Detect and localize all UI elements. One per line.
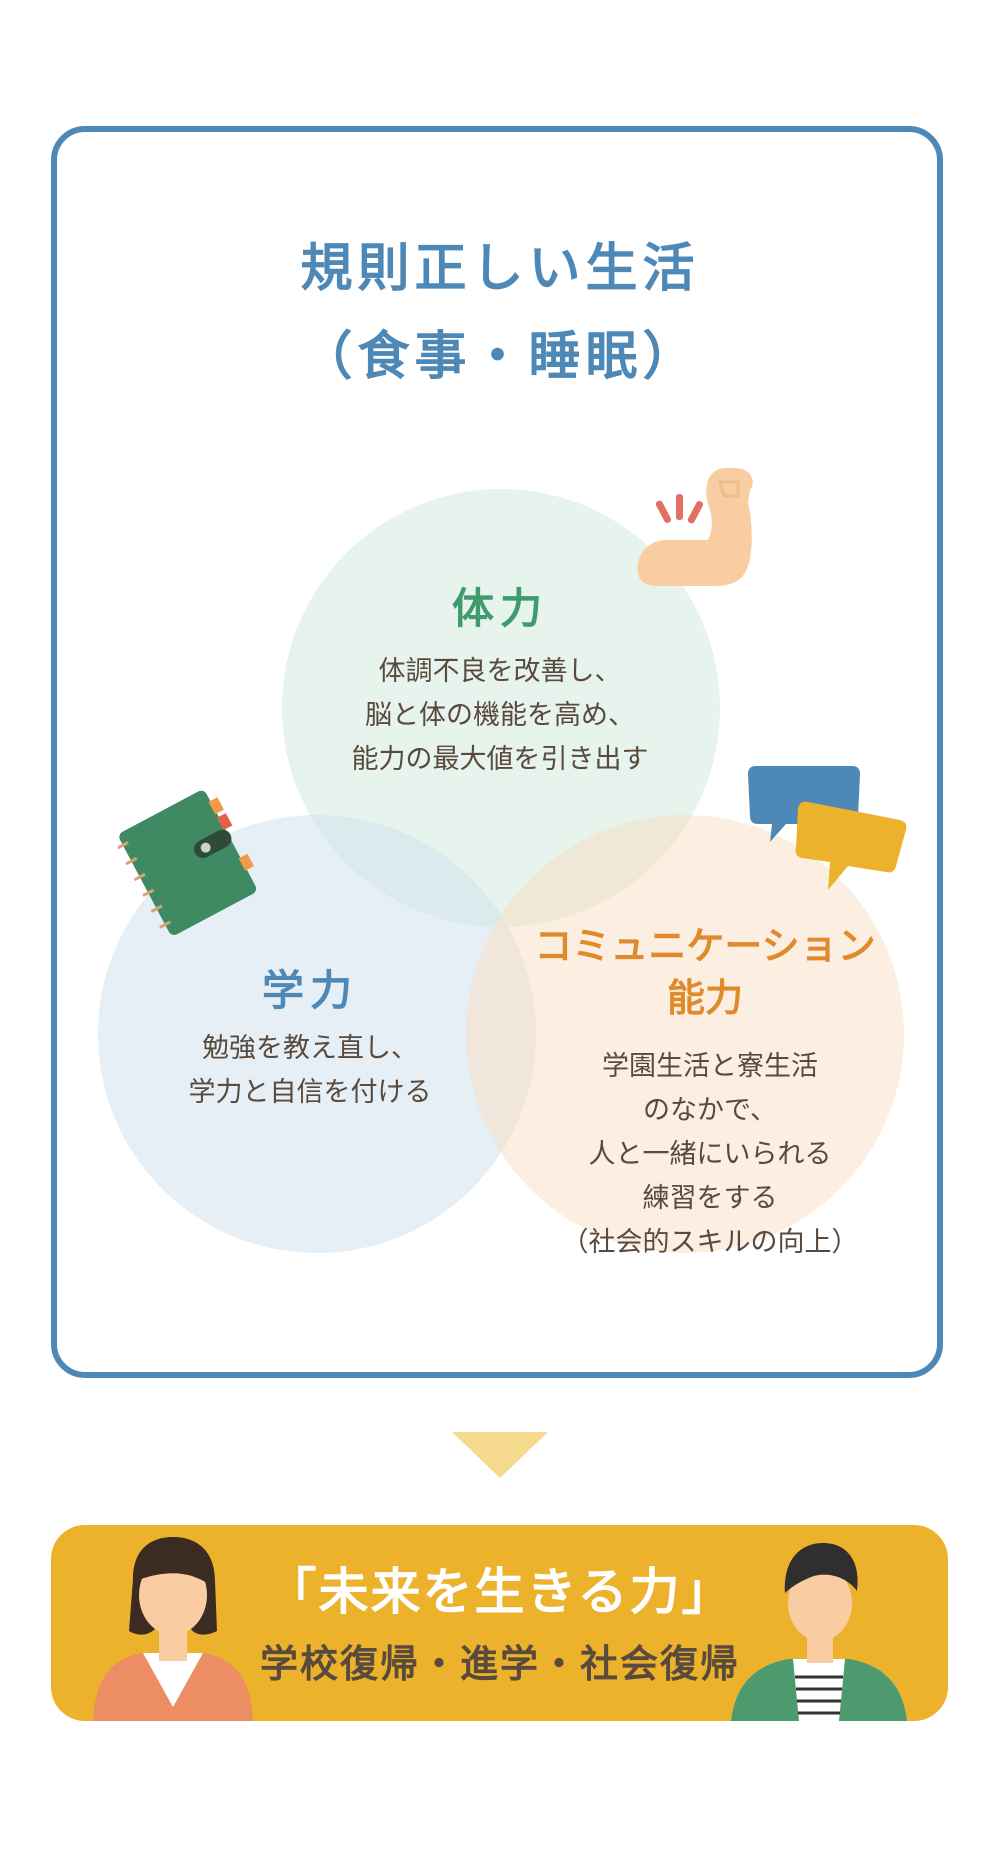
communication-description: 学園生活と寮生活 のなかで、 人と一緒にいられる 練習をする （社会的スキルの向… — [520, 1045, 900, 1265]
physical-line-2: 脳と体の機能を高め、 — [365, 700, 635, 731]
communication-line-5: （社会的スキルの向上） — [561, 1227, 859, 1258]
academic-line-2: 学力と自信を付ける — [188, 1077, 432, 1108]
down-triangle-icon — [452, 1432, 548, 1478]
communication-circle — [466, 815, 904, 1253]
woman-avatar-icon — [93, 1537, 253, 1721]
heading-line-1: 規則正しい生活 — [300, 239, 700, 299]
flexed-arm-icon — [637, 468, 753, 586]
communication-line-3: 人と一緒にいられる — [588, 1139, 832, 1170]
physical-line-3: 能力の最大値を引き出す — [351, 744, 649, 775]
academic-line-1: 勉強を教え直し、 — [202, 1033, 418, 1064]
academic-title: 学力 — [261, 966, 358, 1015]
communication-title-line-1: コミュニケーション — [534, 924, 876, 968]
notebook-icon — [118, 790, 257, 935]
result-banner — [51, 1525, 948, 1721]
heading-line-2: （食事・睡眠） — [300, 327, 700, 387]
physical-title: 体力 — [451, 584, 548, 633]
communication-line-1: 学園生活と寮生活 — [602, 1051, 818, 1082]
communication-line-2: のなかで、 — [643, 1095, 777, 1126]
academic-description: 勉強を教え直し、 学力と自信を付ける — [130, 1027, 490, 1115]
communication-title: コミュニケーション 能力 — [515, 920, 895, 1024]
physical-line-1: 体調不良を改善し、 — [378, 656, 622, 687]
physical-description: 体調不良を改善し、 脳と体の機能を高め、 能力の最大値を引き出す — [290, 650, 710, 782]
communication-title-line-2: 能力 — [666, 976, 743, 1020]
result-subtitle: 学校復帰・進学・社会復帰 — [259, 1642, 740, 1686]
speech-bubbles-icon — [748, 766, 907, 890]
communication-line-4: 練習をする — [642, 1183, 778, 1214]
main-heading: 規則正しい生活 （食事・睡眠） — [150, 225, 850, 401]
result-title: 「未来を生きる力」 — [266, 1563, 734, 1621]
man-avatar-icon — [731, 1543, 907, 1721]
